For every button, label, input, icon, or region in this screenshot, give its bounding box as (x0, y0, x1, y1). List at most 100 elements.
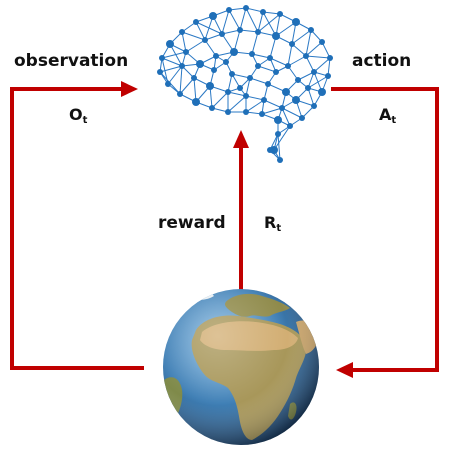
brain-edge (221, 29, 241, 35)
brain-edge (179, 77, 195, 95)
brain-node (206, 82, 214, 90)
brain-edge (239, 7, 247, 31)
observation-symbol-letter: O (69, 105, 83, 124)
brain-edge (281, 107, 303, 119)
brain-edge (167, 65, 183, 85)
brain-edge (227, 73, 233, 93)
brain-edge (305, 29, 312, 57)
brain-edge (204, 33, 223, 41)
brain-edge (181, 31, 206, 41)
brain-node (209, 12, 217, 20)
reward-symbol-letter: R (264, 213, 277, 232)
brain-node (277, 11, 283, 17)
brain-edge (281, 107, 291, 127)
brain-edge (291, 43, 307, 57)
brain-node (318, 88, 326, 96)
action-arrow (331, 87, 439, 378)
brain-edge (257, 11, 264, 33)
brain-edge (185, 39, 206, 53)
brain-node (243, 109, 249, 115)
brain-node (157, 69, 163, 75)
action-symbol: At (379, 107, 396, 126)
reward-arrow (233, 130, 249, 290)
brain-node (327, 55, 333, 61)
brain-edge (231, 73, 251, 79)
brain-node (226, 7, 232, 13)
brain-node (225, 109, 231, 115)
brain-node (223, 59, 229, 65)
brain-node (319, 39, 325, 45)
brain-edge (161, 57, 169, 85)
brain-node (260, 9, 266, 15)
brain-edge (228, 9, 241, 31)
brain-node (287, 123, 293, 129)
brain-node (159, 55, 165, 61)
brain-edge (193, 77, 197, 103)
brain-node (295, 77, 301, 83)
brain-edge (291, 29, 312, 45)
brain-edge (305, 55, 331, 59)
observation-symbol: Ot (69, 107, 87, 126)
action-symbol-letter: A (379, 105, 392, 124)
brain-edge (195, 21, 206, 41)
brain-node (229, 71, 235, 77)
brain-edge (257, 65, 277, 73)
observation-arrow (10, 81, 144, 370)
brain-node (196, 60, 204, 68)
brain-node (325, 73, 331, 79)
brain-edge (221, 9, 230, 35)
brain-edge (262, 11, 277, 37)
brain-node (213, 53, 219, 59)
brain-node (285, 63, 291, 69)
brain-node (243, 93, 249, 99)
brain-node (299, 115, 305, 121)
brain-node (192, 98, 200, 106)
brain-node (267, 147, 273, 153)
brain-edge (257, 13, 281, 33)
brain-network-icon (157, 5, 333, 163)
brain-node (202, 37, 208, 43)
brain-edge (245, 77, 251, 97)
brain-node (282, 88, 290, 96)
brain-node (275, 131, 281, 137)
brain-node (259, 111, 265, 117)
brain-node (211, 67, 217, 73)
brain-edge (277, 133, 281, 161)
brain-node (177, 91, 183, 97)
brain-node (165, 81, 171, 87)
brain-node (255, 63, 261, 69)
brain-node (272, 32, 280, 40)
brain-node (273, 69, 279, 75)
brain-node (311, 103, 317, 109)
brain-node (274, 116, 282, 124)
brain-edge (261, 107, 283, 115)
brain-node (305, 85, 311, 91)
action-label: action (352, 51, 412, 71)
brain-node (267, 55, 273, 61)
brain-node (311, 69, 317, 75)
brain-node (247, 75, 253, 81)
brain-edge (179, 65, 183, 95)
observation-label: observation (14, 51, 129, 71)
brain-node (183, 49, 189, 55)
brain-edge (269, 57, 289, 67)
brain-node (292, 96, 300, 104)
brain-edge (181, 31, 187, 53)
brain-edge (204, 39, 217, 57)
brain-edge (245, 7, 259, 33)
brain-edge (227, 91, 247, 97)
brain-edge (245, 95, 265, 101)
brain-edge (245, 99, 265, 113)
brain-edge (161, 57, 183, 67)
brain-edge (161, 51, 187, 59)
brain-edge (249, 77, 269, 85)
observation-symbol-subscript: t (82, 115, 88, 126)
brain-node (303, 53, 309, 59)
brain-node (219, 31, 225, 37)
brain-node (166, 40, 174, 48)
brain-edge (251, 31, 259, 55)
brain-edge (273, 125, 291, 151)
brain-edge (307, 87, 315, 107)
brain-node (237, 85, 243, 91)
brain-node (249, 51, 255, 57)
